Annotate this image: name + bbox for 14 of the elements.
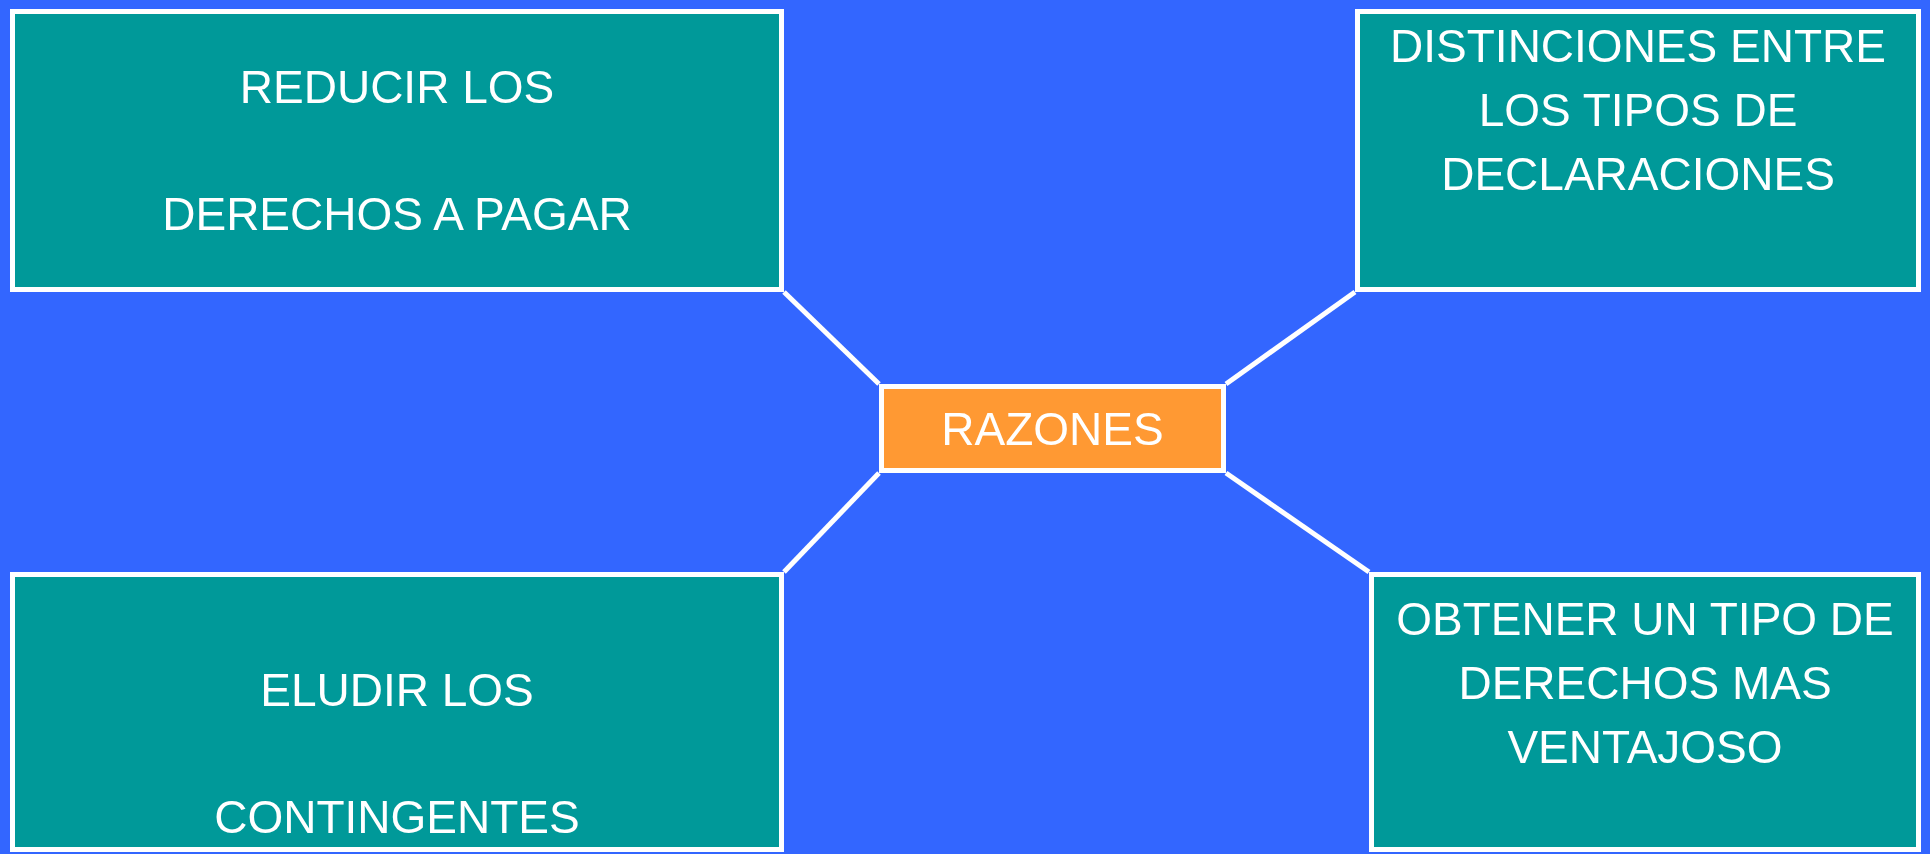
box-label: DISTINCIONES ENTRE LOS TIPOS DE DECLARACIONES: [1389, 19, 1887, 202]
connector-line: [1224, 470, 1371, 575]
box-label: REDUCIR LOS DERECHOS A PAGAR: [161, 59, 633, 242]
connector-line: [782, 471, 881, 574]
box-label: RAZONES: [941, 401, 1164, 457]
reason-box: [1355, 9, 1921, 292]
box-label: ELUDIR LOS CONTINGENTES: [213, 663, 581, 845]
reason-box: [10, 9, 784, 292]
central-box: [879, 384, 1226, 473]
box-label: OBTENER UN TIPO DE DERECHOS MAS VENTAJOSO: [1395, 592, 1895, 775]
reason-box: [1369, 572, 1921, 852]
reason-box: [10, 572, 784, 852]
connector-line: [1224, 289, 1357, 387]
connector-line: [782, 290, 881, 386]
